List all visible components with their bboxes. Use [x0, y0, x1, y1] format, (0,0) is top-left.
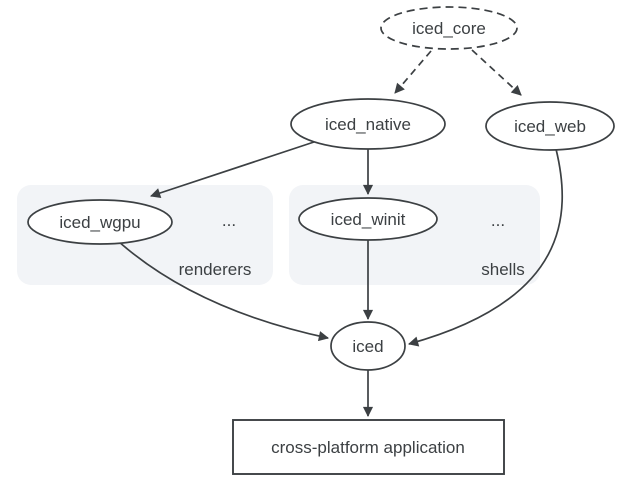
iced-web-label: iced_web	[514, 117, 586, 136]
iced-label: iced	[352, 337, 383, 356]
edge-web-to-iced	[408, 148, 564, 347]
iced-core-ellipse	[380, 6, 518, 50]
node-cross-platform-application: cross-platform application	[232, 419, 505, 475]
edge-core-to-web	[471, 49, 522, 96]
node-iced-native: iced_native	[290, 98, 446, 150]
iced-core-label: iced_core	[412, 19, 486, 38]
edge-native-to-wgpu	[150, 141, 315, 198]
iced-winit-label: iced_winit	[331, 210, 406, 229]
renderers-ellipsis: ...	[222, 211, 236, 230]
node-iced: iced	[330, 321, 406, 371]
shells-group-label: shells	[481, 260, 524, 279]
app-label: cross-platform application	[271, 438, 465, 457]
node-iced-wgpu: iced_wgpu	[27, 199, 173, 245]
renderers-group-label: renderers	[179, 260, 252, 279]
node-iced-core: iced_core	[380, 6, 518, 50]
edge-wgpu-to-iced	[117, 240, 329, 342]
iced-winit-ellipse	[298, 197, 438, 241]
shells-ellipsis: ...	[491, 211, 505, 230]
iced-native-label: iced_native	[325, 115, 411, 134]
node-iced-winit: iced_winit	[298, 197, 438, 241]
iced-web-ellipse	[485, 101, 615, 151]
iced-native-ellipse	[290, 98, 446, 150]
iced-ellipse	[330, 321, 406, 371]
iced-wgpu-ellipse	[27, 199, 173, 245]
app-rect	[232, 419, 505, 475]
edge-core-to-native	[394, 50, 432, 94]
node-iced-web: iced_web	[485, 101, 615, 151]
iced-wgpu-label: iced_wgpu	[59, 213, 140, 232]
